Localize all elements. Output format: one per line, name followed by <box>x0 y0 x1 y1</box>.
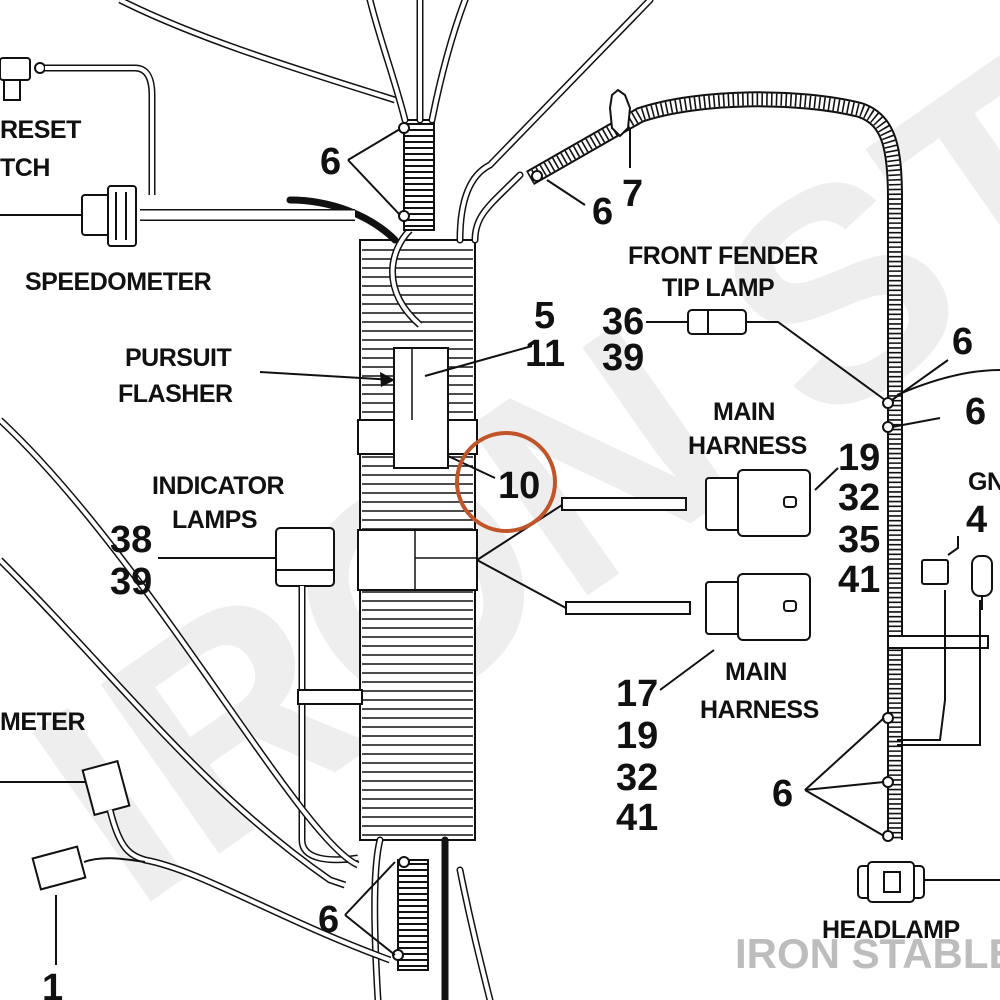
callout-1: 1 <box>42 967 63 1000</box>
pursuit-flasher-module <box>393 347 449 469</box>
reset-switch-connector <box>0 57 156 195</box>
callout-5: 5 <box>534 295 555 337</box>
callout-4: 4 <box>966 499 987 541</box>
main-harness-bottom-label-1: MAIN <box>725 658 787 686</box>
tachometer-label: METER <box>0 708 85 736</box>
callout-6-right-b: 6 <box>965 391 986 433</box>
brand-mark: IRON STABLE <box>735 930 1000 977</box>
ground-label: GN <box>968 468 1000 496</box>
clip-top-b <box>398 210 410 222</box>
callout-32-bottom: 32 <box>616 757 658 799</box>
labels: RESET TCH SPEEDOMETER PURSUIT FLASHER IN… <box>0 116 1000 944</box>
reset-switch-label-1: RESET <box>0 116 81 144</box>
main-bundle <box>357 227 478 841</box>
ground-connectors <box>921 536 993 610</box>
tachometer-connector <box>0 759 392 965</box>
callout-6-lower-right: 6 <box>772 773 793 815</box>
callout-6-clip: 6 <box>592 191 613 233</box>
callout-11: 11 <box>525 333 565 375</box>
lower-conduit <box>392 856 429 971</box>
fender-tip-lamp-connector <box>646 309 886 401</box>
clip-top-a <box>398 122 410 134</box>
callout-41-bottom: 41 <box>616 797 658 839</box>
reset-switch-label-2: TCH <box>0 154 50 182</box>
callout-10: 10 <box>498 465 540 507</box>
callout-6-top: 6 <box>320 141 341 183</box>
callout-39-indicator: 39 <box>110 561 152 603</box>
front-fender-label-2: TIP LAMP <box>662 274 774 302</box>
callout-6-bottom: 6 <box>318 899 339 941</box>
headlamp-label: HEADLAMP <box>822 916 960 944</box>
main-harness-connector-top <box>476 469 811 561</box>
pursuit-flasher-label-2: FLASHER <box>118 380 233 408</box>
callout-numbers: 6 6 7 5 11 10 36 39 6 6 4 19 32 35 41 38… <box>42 141 987 1000</box>
callout-17: 17 <box>616 673 658 715</box>
front-fender-label-1: FRONT FENDER <box>628 242 818 270</box>
indicator-lamps-label-1: INDICATOR <box>152 472 285 500</box>
speedometer-label: SPEEDOMETER <box>25 268 212 296</box>
callout-6-right-a: 6 <box>952 321 973 363</box>
pursuit-flasher-label-1: PURSUIT <box>125 344 231 372</box>
speedometer-connector <box>0 185 355 247</box>
main-harness-bottom-label-2: HARNESS <box>700 696 819 724</box>
bundle-band-middle <box>357 529 478 591</box>
callout-39-fender: 39 <box>602 337 644 379</box>
upper-conduit <box>398 119 435 231</box>
indicator-lamps-label-2: LAMPS <box>172 506 257 534</box>
callout-32-top: 32 <box>838 477 880 519</box>
main-harness-top-label-1: MAIN <box>713 398 775 426</box>
callout-35: 35 <box>838 519 880 561</box>
callout-38: 38 <box>110 519 152 561</box>
clip-7 <box>608 88 632 168</box>
highlight-circle <box>455 431 557 533</box>
callout-19-top: 19 <box>838 437 880 479</box>
callout-41-top: 41 <box>838 559 880 601</box>
headlamp-connector <box>857 861 1000 903</box>
callout-36: 36 <box>602 301 644 343</box>
callout-7: 7 <box>622 173 643 215</box>
callout-19-bottom: 19 <box>616 715 658 757</box>
main-harness-connector-bottom <box>476 559 811 641</box>
main-harness-top-label-2: HARNESS <box>688 432 807 460</box>
